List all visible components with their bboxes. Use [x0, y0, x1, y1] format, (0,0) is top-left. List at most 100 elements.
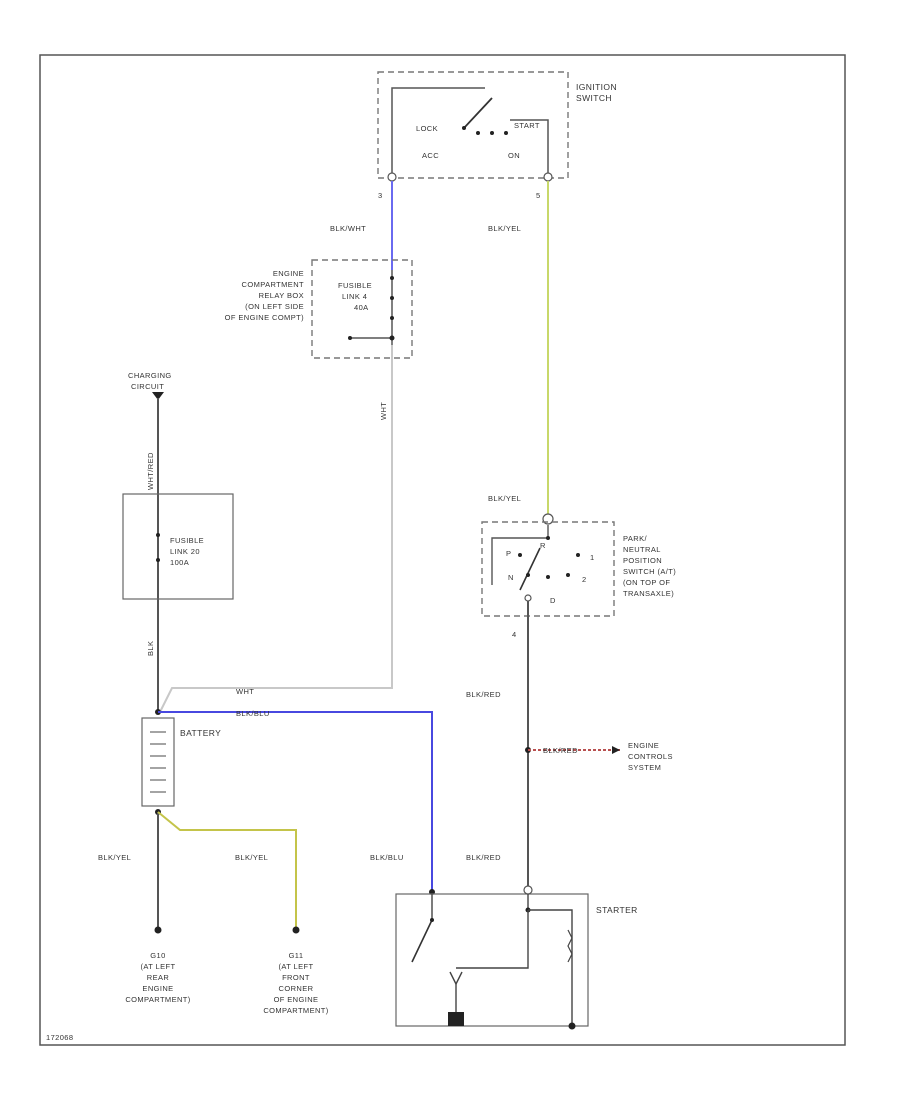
relay-box-title-2: COMPARTMENT	[242, 280, 304, 289]
ground-g10-line-1: G10	[150, 951, 165, 960]
relay-box-title-5: OF ENGINE COMPT)	[225, 313, 304, 322]
pnp-contact-arm	[519, 547, 541, 591]
ground-g11-line-1: G11	[289, 951, 304, 960]
fusible-link-20-dot-2	[156, 558, 160, 562]
ignition-pin-5-connector	[543, 172, 553, 182]
starter-motor-symbol	[449, 971, 463, 986]
wire-label-wht-battery: WHT	[236, 687, 254, 696]
fusible-link-20-box	[122, 493, 234, 600]
fusible-link-20-line-2: LINK 20	[170, 547, 200, 556]
pnp-contact-2	[566, 573, 570, 577]
ground-g10-dot	[154, 926, 162, 934]
wire-wht	[159, 345, 393, 713]
diagram-id: 172068	[46, 1033, 73, 1042]
pnp-contact-p	[546, 536, 550, 540]
pnp-title-6: TRANSAXLE)	[623, 589, 674, 598]
fusible-link-4-line-2: LINK 4	[342, 292, 367, 301]
engine-controls-line-3: SYSTEM	[628, 763, 661, 772]
fusible-link-20-line-3: 100A	[170, 558, 189, 567]
ignition-pin-3-connector	[387, 172, 397, 182]
fusible-link-20-line-1: FUSIBLE	[170, 536, 204, 545]
pnp-gear-2: 2	[582, 575, 587, 584]
starter-coil-winding	[567, 929, 573, 963]
ignition-contact-on	[490, 131, 494, 135]
ignition-pos-acc: ACC	[422, 151, 439, 160]
relay-box-title-4: (ON LEFT SIDE	[245, 302, 304, 311]
fusible-link-4-junction	[389, 335, 395, 341]
engine-controls-line-2: CONTROLS	[628, 752, 673, 761]
pnp-gear-n: N	[508, 573, 514, 582]
wire-label-blk-wht: BLK/WHT	[330, 224, 366, 233]
fusible-link-4-dot-2	[390, 296, 394, 300]
battery-body	[141, 717, 175, 807]
battery-label: BATTERY	[180, 728, 221, 738]
relay-box-title-3: RELAY BOX	[259, 291, 304, 300]
battery: BATTERY	[141, 709, 221, 815]
ignition-pin-5-label: 5	[536, 191, 541, 200]
park-neutral-switch-box	[481, 521, 615, 617]
pnp-title-4: SWITCH (A/T)	[623, 567, 676, 576]
pnp-connector-bottom	[524, 594, 532, 602]
engine-controls-arrow	[612, 746, 620, 754]
fusible-link-4-dot-1	[390, 276, 394, 280]
ground-g10-line-2: (AT LEFT	[140, 962, 175, 971]
ground-g11-dot	[292, 926, 300, 934]
ignition-pos-start: START	[514, 121, 540, 130]
ignition-switch-title-1: IGNITION	[576, 82, 617, 92]
diagram-frame	[39, 54, 846, 1046]
ground-g11-line-3: FRONT	[282, 973, 310, 982]
ground-g10-line-5: COMPARTMENT)	[125, 995, 190, 1004]
starter-ground-dot	[568, 1022, 576, 1030]
engine-controls-line-1: ENGINE	[628, 741, 659, 750]
fusible-link-4-dot-3	[390, 316, 394, 320]
starter-solenoid-contact	[411, 919, 433, 963]
fusible-link-4-line-3: 40A	[354, 303, 369, 312]
ignition-pos-on: ON	[508, 151, 520, 160]
pnp-contact-1	[576, 553, 580, 557]
wire-label-wht-red: WHT/RED	[146, 452, 155, 490]
wire-label-blk-red-tap: BLK/RED	[543, 746, 578, 755]
wire-label-blk-red-1: BLK/RED	[466, 690, 501, 699]
pnp-title-1: PARK/	[623, 534, 647, 543]
ground-g11-line-4: CORNER	[279, 984, 314, 993]
fusible-link-20-dot-1	[156, 533, 160, 537]
ignition-switch-title-2: SWITCH	[576, 93, 612, 103]
charging-circuit-title-2: CIRCUIT	[131, 382, 164, 391]
ignition-contact-lock	[462, 126, 466, 130]
starter-hold-line	[456, 910, 529, 969]
wire-label-blk-fl20: BLK	[146, 641, 155, 656]
pnp-gear-r: R	[540, 541, 546, 550]
wire-label-blk-yel-g11: BLK/YEL	[235, 853, 268, 862]
ground-g11-line-6: COMPARTMENT)	[263, 1006, 328, 1015]
ignition-switch: LOCK ACC ON START IGNITION SWITCH 3 5	[377, 71, 617, 200]
pnp-internal-line	[491, 525, 549, 585]
starter-contact-dot	[430, 918, 434, 922]
pnp-title-5: (ON TOP OF	[623, 578, 670, 587]
relay-box: FUSIBLE LINK 4 40A ENGINE COMPARTMENT RE…	[225, 259, 413, 359]
pnp-gear-d: D	[550, 596, 556, 605]
ignition-switch-box	[377, 71, 569, 179]
ignition-switch-contact-arm	[463, 97, 493, 129]
ground-g10-line-3: REAR	[147, 973, 170, 982]
ground-g10-line-4: ENGINE	[142, 984, 173, 993]
fusible-link-4-branch-dot	[348, 336, 352, 340]
wire-label-blk-yel-ignition: BLK/YEL	[488, 224, 521, 233]
relay-box-title-1: ENGINE	[273, 269, 304, 278]
ignition-pin-3-label: 3	[378, 191, 383, 200]
wire-label-blk-yel-pnp: BLK/YEL	[488, 494, 521, 503]
pnp-contact-r	[518, 553, 522, 557]
ignition-contact-start	[504, 131, 508, 135]
pnp-contact-d	[546, 575, 550, 579]
pnp-title-2: NEUTRAL	[623, 545, 661, 554]
ignition-contact-acc	[476, 131, 480, 135]
relay-box-outline	[311, 259, 413, 359]
ignition-switch-internal-line	[391, 87, 485, 175]
wire-blk-blu	[158, 711, 433, 892]
pnp-contact-n	[526, 573, 530, 577]
wire-label-wht-vertical: WHT	[379, 402, 388, 420]
starter: STARTER	[395, 885, 638, 1030]
fusible-link-4-line-1: FUSIBLE	[338, 281, 372, 290]
ignition-pos-lock: LOCK	[416, 124, 438, 133]
starter-label: STARTER	[596, 905, 638, 915]
